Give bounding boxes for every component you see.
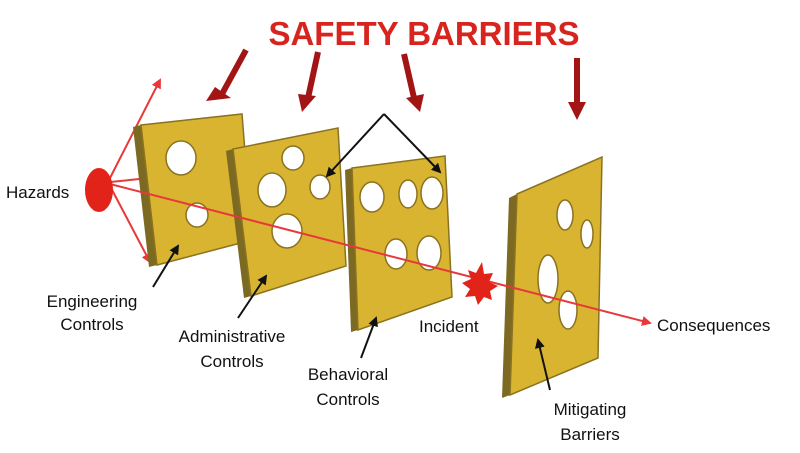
label-hazards: Hazards (6, 183, 69, 202)
label-administrative-line2: Controls (200, 352, 263, 371)
label-pointers (152, 113, 551, 391)
hazard-icon (85, 168, 113, 212)
label-engineering-line2: Controls (60, 315, 123, 334)
barrier-hole (257, 172, 287, 208)
label-behavioral-line2: Controls (316, 390, 379, 409)
barrier-hole (271, 213, 303, 249)
pointer-arrow (401, 53, 424, 112)
barrier-hole (420, 176, 444, 210)
barrier-hole (398, 179, 418, 209)
trajectory-line (109, 183, 652, 326)
barrier-hole (556, 199, 574, 231)
pointer-arrow (298, 51, 321, 112)
barrier-hole (558, 290, 578, 330)
diagram-title: SAFETY BARRIERS (268, 15, 579, 52)
barrier-hole (309, 174, 331, 200)
pointer-arrow (568, 58, 586, 120)
barrier-behavioral (345, 155, 453, 332)
barrier-hole (416, 235, 442, 271)
barrier-mitigating (502, 155, 603, 398)
pointer-arrow (206, 48, 249, 101)
barrier-engineering (133, 113, 253, 267)
label-mitigating-line2: Barriers (560, 425, 620, 444)
barrier-hole (359, 181, 385, 213)
label-engineering-line1: Engineering (47, 292, 138, 311)
barrier-hole (185, 202, 209, 228)
label-administrative-line1: Administrative (179, 327, 286, 346)
barrier-hole (580, 219, 594, 249)
label-mitigating-line1: Mitigating (554, 400, 627, 419)
barrier-hole (537, 254, 559, 304)
barrier-hole (165, 140, 197, 176)
label-incident: Incident (419, 317, 479, 336)
label-consequences: Consequences (657, 316, 770, 335)
barrier-administrative (226, 127, 347, 298)
barrier-hole (384, 238, 408, 270)
label-behavioral-line1: Behavioral (308, 365, 388, 384)
incident-burst-icon (462, 262, 498, 305)
pointer-arrows (206, 48, 586, 120)
barrier-hole (281, 145, 305, 171)
